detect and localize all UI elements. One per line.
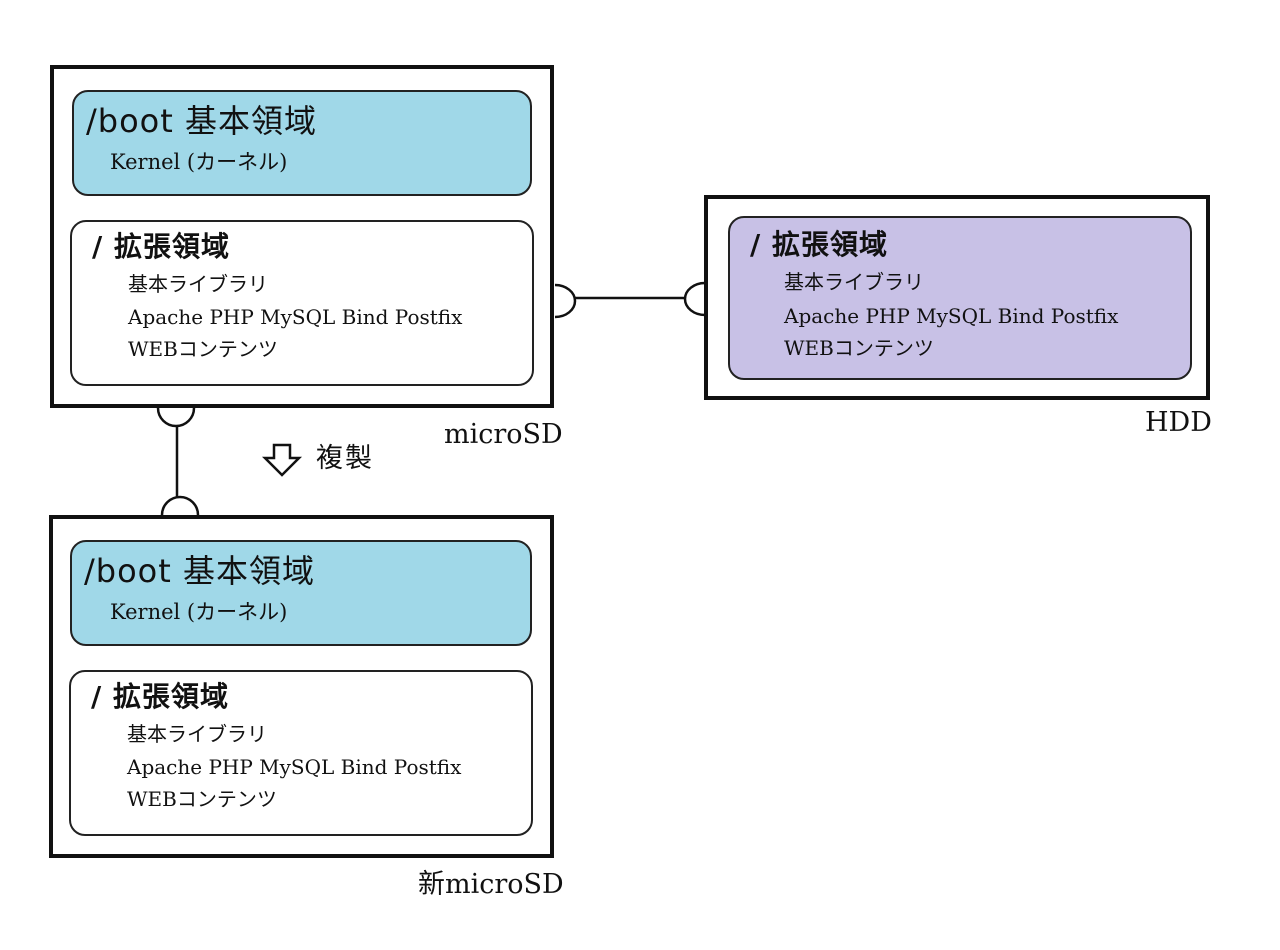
- partition-title: / 拡張領域: [91, 680, 229, 713]
- device-label-microsd: microSD: [444, 419, 563, 450]
- connector-socket-hdd-left: [683, 281, 706, 317]
- partition-subtitle: Kernel (カーネル): [110, 150, 288, 174]
- device-label-hdd: HDD: [1145, 407, 1212, 438]
- partition-title: / 拡張領域: [92, 230, 230, 263]
- device-label-new-microsd: 新microSD: [418, 869, 564, 900]
- device-new-microsd: /boot 基本領域 Kernel (カーネル) / 拡張領域 基本ライブラリ …: [49, 515, 554, 858]
- partition-ext-new-microsd: / 拡張領域 基本ライブラリ Apache PHP MySQL Bind Pos…: [69, 670, 533, 836]
- partition-ext-hdd: / 拡張領域 基本ライブラリ Apache PHP MySQL Bind Pos…: [728, 216, 1192, 380]
- partition-content-line: 基本ライブラリ: [784, 270, 924, 294]
- partition-boot-microsd: /boot 基本領域 Kernel (カーネル): [72, 90, 532, 196]
- partition-subtitle: Kernel (カーネル): [110, 600, 288, 624]
- partition-content-line: WEBコンテンツ: [127, 787, 277, 811]
- partition-content-line: Apache PHP MySQL Bind Postfix: [128, 305, 463, 329]
- partition-content-line: 基本ライブラリ: [128, 272, 268, 296]
- device-hdd: / 拡張領域 基本ライブラリ Apache PHP MySQL Bind Pos…: [704, 195, 1210, 400]
- device-microsd: /boot 基本領域 Kernel (カーネル) / 拡張領域 基本ライブラリ …: [50, 65, 554, 408]
- partition-content-line: 基本ライブラリ: [127, 722, 267, 746]
- copy-label: 複製: [316, 443, 374, 474]
- partition-title: /boot 基本領域: [86, 102, 317, 140]
- partition-title: / 拡張領域: [750, 228, 888, 261]
- partition-boot-new-microsd: /boot 基本領域 Kernel (カーネル): [70, 540, 532, 646]
- partition-content-line: WEBコンテンツ: [128, 337, 278, 361]
- partition-content-line: Apache PHP MySQL Bind Postfix: [784, 304, 1119, 328]
- partition-content-line: Apache PHP MySQL Bind Postfix: [127, 755, 462, 779]
- connector-socket-new-top: [160, 495, 200, 516]
- partition-title: /boot 基本領域: [84, 552, 315, 590]
- partition-content-line: WEBコンテンツ: [784, 336, 934, 360]
- connector-socket-microsd-bottom: [156, 407, 196, 428]
- down-arrow-icon: [261, 443, 303, 477]
- partition-ext-microsd: / 拡張領域 基本ライブラリ Apache PHP MySQL Bind Pos…: [70, 220, 534, 386]
- connector-socket-microsd-right: [554, 283, 577, 319]
